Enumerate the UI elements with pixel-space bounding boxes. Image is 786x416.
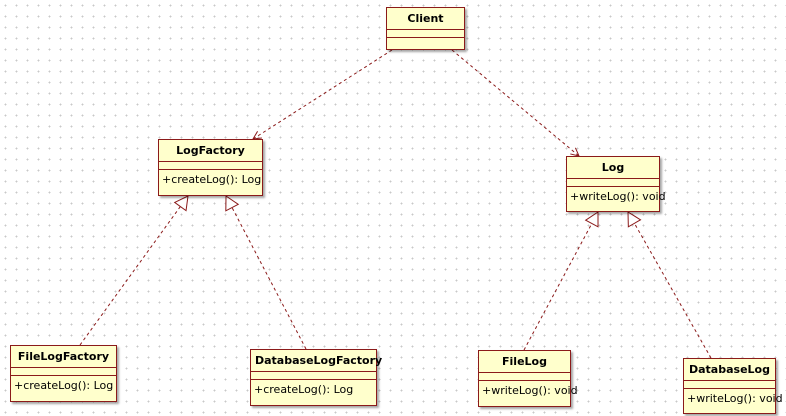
realization-databaselogfactory-logfactory[interactable] [225,195,307,350]
class-logfactory-name: LogFactory [159,140,262,162]
class-filelogfactory-name: FileLogFactory [11,346,116,368]
class-log-operation: +writeLog(): void [570,190,666,203]
class-databaselogfactory-attributes [251,372,376,380]
class-filelogfactory[interactable]: FileLogFactory +createLog(): Log [10,345,117,402]
class-client-name: Client [387,8,464,30]
class-filelog-operation: +writeLog(): void [482,384,578,397]
class-log-attributes [567,179,659,187]
class-databaselogfactory[interactable]: DatabaseLogFactory +createLog(): Log [250,349,382,406]
class-filelogfactory-operation: +createLog(): Log [14,379,114,392]
class-client-operations [387,38,464,51]
class-filelog[interactable]: FileLog +writeLog(): void [478,350,578,407]
class-log[interactable]: Log +writeLog(): void [566,156,666,212]
class-filelog-name: FileLog [479,351,570,373]
dependency-client-log[interactable] [451,49,579,156]
class-databaselog[interactable]: DatabaseLog +writeLog(): void [683,358,783,414]
class-filelog-attributes [479,373,570,381]
class-log-name: Log [567,157,659,179]
class-databaselog-attributes [684,381,775,389]
realization-filelog-log[interactable] [523,211,599,351]
class-client-attributes [387,30,464,38]
class-databaselogfactory-name: DatabaseLogFactory [251,350,382,372]
class-client[interactable]: Client [386,7,465,50]
class-filelogfactory-attributes [11,368,116,376]
class-logfactory-attributes [159,162,262,170]
realization-databaselog-log[interactable] [627,211,712,359]
dependency-client-logfactory[interactable] [253,49,393,139]
class-logfactory-operation: +createLog(): Log [162,173,262,186]
realization-filelogfactory-logfactory[interactable] [79,195,189,346]
class-databaselog-name: DatabaseLog [684,359,775,381]
class-databaselog-operation: +writeLog(): void [687,392,783,405]
class-databaselogfactory-operation: +createLog(): Log [254,383,354,396]
class-logfactory[interactable]: LogFactory +createLog(): Log [158,139,263,196]
